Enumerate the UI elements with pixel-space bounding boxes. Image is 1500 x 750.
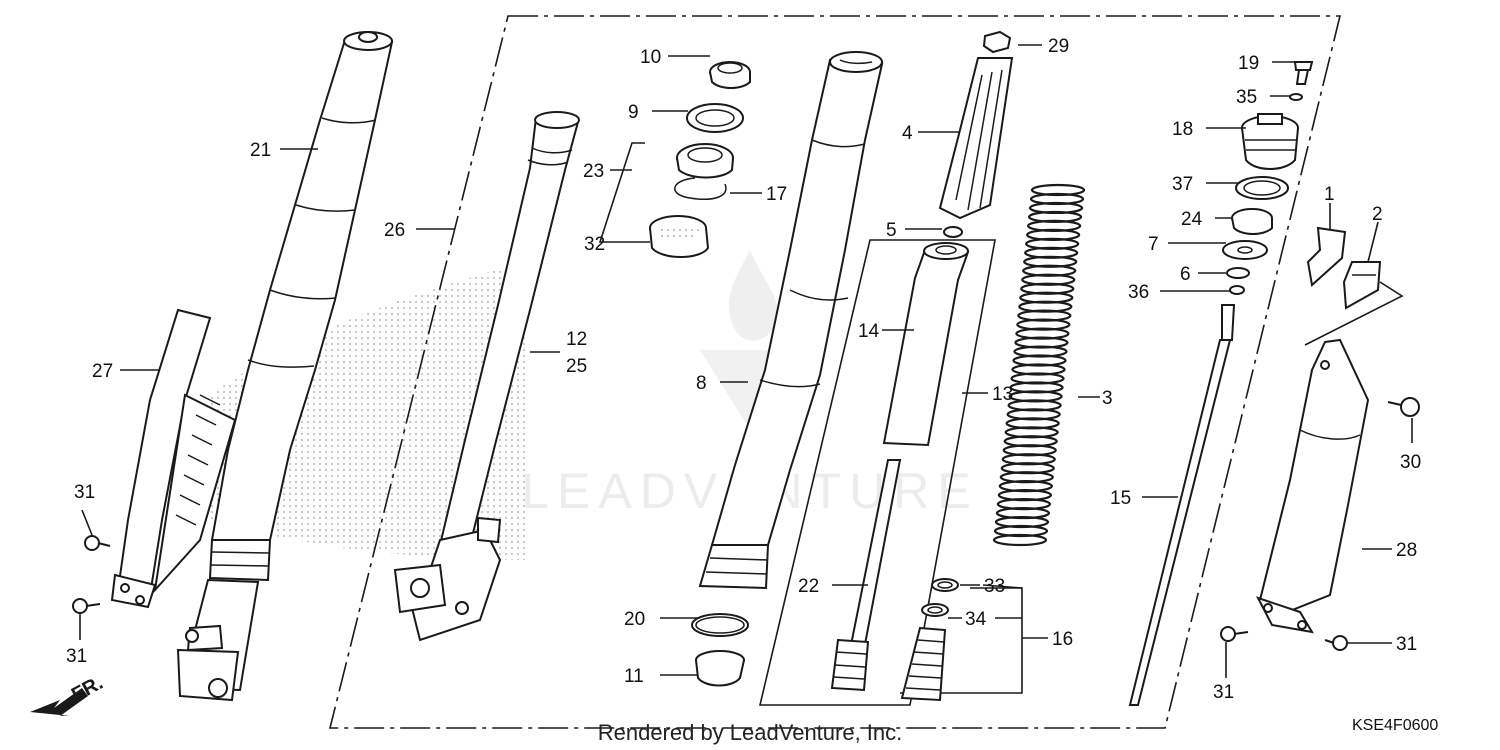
- rebound-spring-tube-14: [882, 242, 970, 447]
- bolt-31-d: [1324, 635, 1348, 651]
- bolt-31-c: [1220, 626, 1249, 642]
- callout-9: 9: [628, 102, 639, 123]
- callout-2: 2: [1372, 204, 1383, 225]
- callout-1: 1: [1324, 184, 1335, 205]
- callout-8: 8: [696, 373, 707, 394]
- callout-15: 15: [1110, 488, 1131, 509]
- bolt-31-b: [72, 598, 101, 614]
- bushing-11: [695, 650, 745, 687]
- seal-10: [709, 61, 751, 89]
- damper-rod-22: [830, 459, 902, 692]
- callout-3: 3: [1102, 388, 1113, 409]
- callout-29: 29: [1048, 36, 1069, 57]
- oring-37: [1235, 176, 1289, 200]
- callout-6: 6: [1180, 264, 1191, 285]
- fork-tube-8: [698, 51, 884, 590]
- oring-35: [1289, 93, 1303, 101]
- dust-seal-32: [649, 215, 710, 258]
- callout-24: 24: [1181, 209, 1203, 230]
- callout-22: 22: [798, 576, 819, 597]
- callout-5: 5: [886, 220, 897, 241]
- callout-21: 21: [250, 140, 271, 161]
- group-bracket-16: [900, 587, 1023, 694]
- callout-18: 18: [1172, 119, 1193, 140]
- diagram-code: KSE4F0600: [1352, 717, 1438, 734]
- callout-14: 14: [858, 321, 880, 342]
- washer-9: [686, 103, 744, 133]
- callout-35: 35: [1236, 87, 1257, 108]
- fork-spring-3: [992, 183, 1086, 547]
- assembly-border: [328, 15, 1342, 729]
- nut-6: [1226, 267, 1250, 279]
- callout-26: 26: [384, 220, 405, 241]
- watermark-flame-icon: [728, 250, 778, 341]
- callout-17: 17: [766, 184, 787, 205]
- callout-31-a: 31: [74, 482, 95, 503]
- guard-bracket-2: [1342, 261, 1382, 310]
- ring-34: [921, 603, 949, 617]
- nut-29: [982, 30, 1012, 54]
- callout-31-b: 31: [66, 646, 87, 667]
- footer-credit: Rendered by LeadVenture, Inc.: [598, 720, 903, 745]
- fork-outer-tube-12-25: [393, 111, 580, 642]
- callout-30: 30: [1400, 452, 1421, 473]
- callout-28: 28: [1396, 540, 1417, 561]
- guard-bracket-1: [1306, 226, 1347, 287]
- spring-protector-4: [938, 57, 1014, 220]
- fork-guard-28: [1255, 338, 1370, 634]
- callout-25: 25: [566, 356, 587, 377]
- callout-11: 11: [624, 666, 644, 687]
- clip-17: [674, 177, 727, 200]
- bolt-30: [1387, 397, 1420, 417]
- callout-36: 36: [1128, 282, 1149, 303]
- callout-37: 37: [1172, 174, 1193, 195]
- group-bracket-1-2: [1304, 281, 1404, 346]
- callout-16: 16: [1052, 629, 1073, 650]
- callout-33: 33: [984, 576, 1005, 597]
- callout-31-c: 31: [1396, 634, 1417, 655]
- spring-coil: [992, 533, 1048, 547]
- callout-labels: 10 9 23 32 17 29 4 5 3 13 14 8 12 25 26 …: [66, 36, 1421, 703]
- wing-logo-halftone: [210, 262, 525, 560]
- front-direction-arrow-icon: FR.: [30, 672, 107, 716]
- callout-32: 32: [584, 234, 605, 255]
- callout-20: 20: [624, 609, 645, 630]
- ring-5: [943, 226, 963, 238]
- callout-27: 27: [92, 361, 113, 382]
- callout-4: 4: [902, 123, 913, 144]
- group-bracket-13: [758, 239, 996, 706]
- nut-36: [1229, 285, 1245, 295]
- fork-cap-18: [1241, 113, 1299, 170]
- callout-12: 12: [566, 329, 587, 350]
- push-rod-15: [1128, 304, 1236, 706]
- fork-guard-27: [110, 308, 237, 609]
- group-bracket-23: [598, 142, 645, 243]
- collar-24: [1231, 208, 1273, 235]
- ring-20: [691, 613, 749, 637]
- bolt-31-a: [84, 535, 111, 551]
- callout-19: 19: [1238, 53, 1259, 74]
- leader-lines: [79, 44, 1413, 678]
- washer-7: [1222, 240, 1268, 260]
- bolt-19: [1293, 61, 1314, 85]
- callout-10: 10: [640, 47, 661, 68]
- callout-34: 34: [965, 609, 987, 630]
- callout-31-d: 31: [1213, 682, 1234, 703]
- callout-23: 23: [583, 161, 604, 182]
- callout-13: 13: [992, 384, 1013, 405]
- fork-outer-bottom-21: [176, 539, 272, 702]
- oil-seal-23: [676, 143, 734, 179]
- ring-33: [931, 578, 959, 592]
- callout-7: 7: [1148, 234, 1159, 255]
- base-valve-16: [900, 626, 947, 702]
